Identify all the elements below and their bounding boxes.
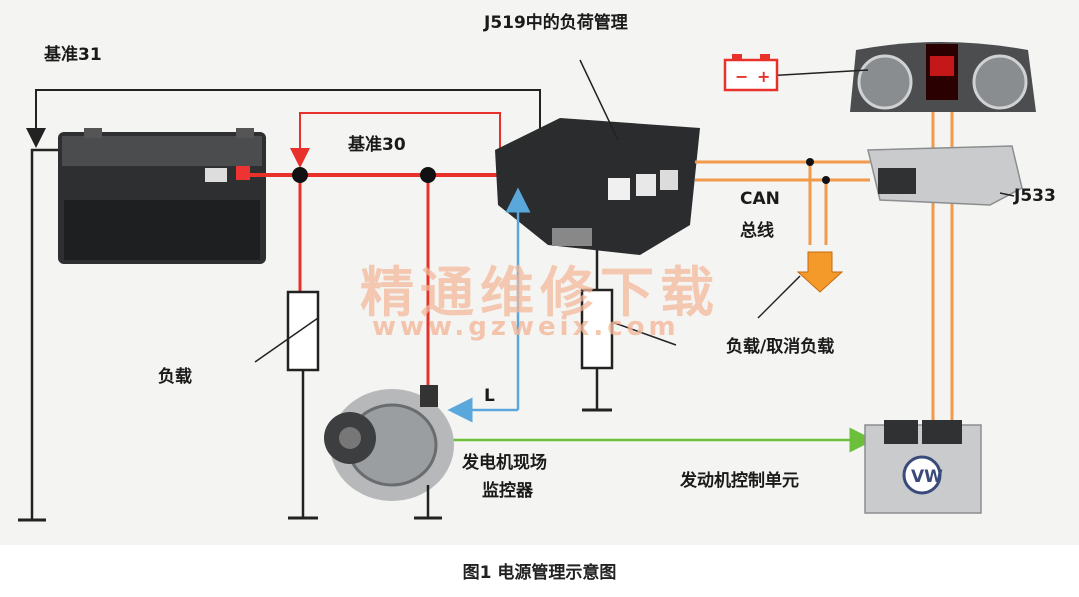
battery-warning-icon: − +: [723, 54, 779, 92]
watermark-title: 精通维修下载: [360, 260, 720, 324]
label-ref31: 基准31: [44, 45, 102, 65]
label-monitor-line1: 发电机现场: [462, 453, 547, 473]
l-wire: [447, 187, 531, 423]
positive-wire: [250, 112, 505, 390]
power-management-diagram: − +: [0, 0, 1079, 545]
label-load: 负载: [158, 367, 192, 387]
label-ref30: 基准30: [348, 135, 406, 155]
can-bus-wires: [695, 112, 954, 425]
watermark-url: www.gzweix.com: [372, 312, 680, 342]
svg-text:+: +: [757, 67, 770, 86]
diagram-svg: − +: [18, 42, 1036, 522]
engine-control-unit: VW: [864, 420, 982, 514]
instrument-cluster: [764, 42, 1036, 112]
label-load-shed: 负载/取消负载: [726, 337, 835, 357]
j519-control-unit: [495, 59, 700, 255]
label-j533: J533: [1014, 186, 1056, 206]
alternator: [324, 385, 454, 520]
label-l-line: L: [484, 386, 495, 406]
svg-text:−: −: [735, 67, 748, 86]
label-can-line1: CAN: [740, 189, 780, 209]
ground-wire: [18, 89, 541, 522]
battery: [58, 128, 266, 264]
label-monitor-line2: 监控器: [482, 481, 533, 501]
j533-gateway: [867, 145, 1023, 206]
load-resistor-left: [254, 290, 320, 520]
label-ecu: 发动机控制单元: [680, 471, 799, 491]
load-resistor-right: [580, 250, 677, 412]
load-shed-arrow: [757, 251, 844, 319]
label-can-line2: 总线: [740, 221, 774, 241]
label-j519: J519中的负荷管理: [484, 13, 628, 33]
figure-caption: 图1 电源管理示意图: [462, 563, 617, 583]
svg-text:VW: VW: [911, 467, 943, 487]
